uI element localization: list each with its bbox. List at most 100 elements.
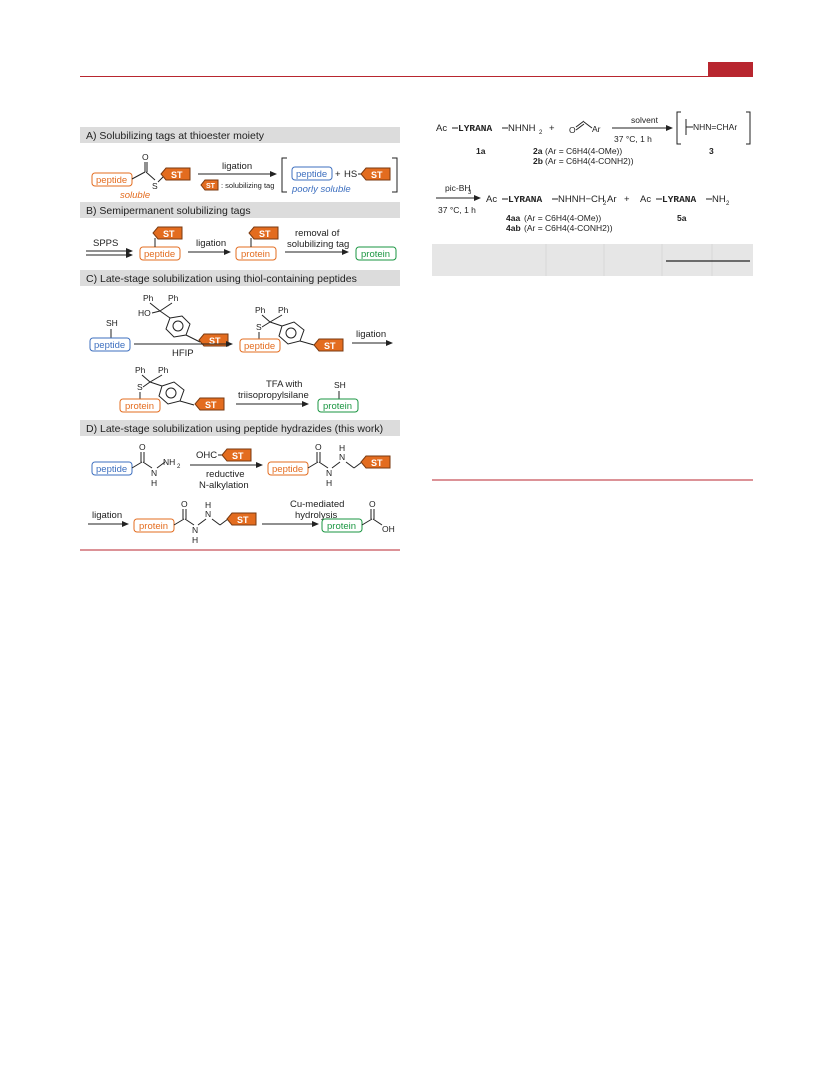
peptide-label-d2: peptide [272, 464, 303, 475]
sh-label-c: SH [106, 318, 118, 328]
panel-d-title: D) Late-stage solubilization using pepti… [86, 423, 383, 435]
trityl-protein: Ph Ph S ST [135, 365, 225, 411]
solubilizing-tag-legend: : solubilizing tag [221, 181, 274, 190]
svg-text:N: N [326, 468, 332, 478]
svg-text:ST: ST [237, 515, 249, 525]
svg-text:S: S [256, 322, 262, 332]
hfip-label: HFIP [172, 348, 194, 359]
peptide-box-c [89, 337, 131, 352]
hydrolysis-label: hydrolysis [295, 510, 337, 521]
poorly-soluble-label: poorly soluble [291, 184, 351, 195]
ohc-label: OHC [196, 450, 217, 461]
peptide-label-a: peptide [96, 175, 127, 186]
protein-label-d2: protein [327, 521, 356, 532]
svg-text:Ph: Ph [143, 293, 154, 303]
trityl-peptide: Ph Ph S ST [255, 305, 344, 352]
protein-hydrazide-d: O N H N H ST [173, 499, 257, 545]
protein-box-d2 [321, 518, 363, 533]
svg-text:S: S [137, 382, 143, 392]
svg-text:HO: HO [138, 308, 151, 318]
svg-text:ST: ST [171, 170, 183, 180]
page-marker [708, 62, 753, 76]
panel-b-title: B) Semipermanent solubilizing tags [86, 205, 251, 217]
st-tag-b: ST [152, 226, 183, 240]
soluble-label: soluble [120, 190, 150, 201]
panel-b-band [80, 202, 400, 218]
st-tag-legend: ST [200, 179, 219, 191]
protein-label-c2: protein [323, 401, 352, 412]
peptide-box-d2 [267, 461, 309, 476]
panel-c-band [80, 270, 400, 286]
panel-c-title: C) Late-stage solubilization using thiol… [86, 273, 357, 285]
panel-d-band [80, 420, 400, 436]
peptide-label-d: peptide [96, 464, 127, 475]
peptide-box-a [91, 172, 133, 187]
spps-label: SPPS [93, 238, 118, 249]
st-tag-d1: ST [221, 448, 252, 462]
ligation-a: ligation [222, 161, 252, 172]
peptide-label-a2: peptide [296, 169, 327, 180]
tips-label: triisopropylsilane [238, 390, 309, 401]
svg-text:N: N [339, 452, 345, 462]
oxygen-a: O [142, 152, 149, 162]
ligation-b: ligation [196, 238, 226, 249]
peptide-box-b [139, 246, 181, 261]
svg-text:ST: ST [209, 336, 221, 346]
svg-text:H: H [205, 500, 211, 510]
peptide-label-b: peptide [144, 249, 175, 260]
protein-box-c [119, 398, 161, 413]
carboxylic-acid-d: O OH [361, 499, 395, 534]
svg-text:ST: ST [232, 451, 244, 461]
sulfur-a: S [152, 181, 158, 191]
svg-text:OH: OH [382, 524, 395, 534]
sh-label-c2: SH [334, 380, 346, 390]
svg-text:Ph: Ph [255, 305, 266, 315]
peptide-box-d [91, 461, 133, 476]
protein-label-c: protein [125, 401, 154, 412]
svg-text:O: O [315, 442, 322, 452]
svg-text:Ph: Ph [158, 365, 169, 375]
svg-text:ST: ST [206, 183, 216, 190]
panel-a-band [80, 127, 400, 143]
ligation-c: ligation [356, 329, 386, 340]
protein-box-c2 [317, 398, 359, 413]
protein-label-b: protein [241, 249, 270, 260]
ligation-d: ligation [92, 510, 122, 521]
svg-text:O: O [139, 442, 146, 452]
protein-label-d: protein [139, 521, 168, 532]
svg-text:H: H [339, 443, 345, 453]
protein-label-b2: protein [361, 249, 390, 260]
svg-text:H: H [151, 478, 157, 488]
protein-box-b2 [355, 246, 397, 261]
tfa-label: TFA with [266, 379, 302, 390]
st-tag-a: ST [160, 167, 191, 181]
svg-text:O: O [181, 499, 188, 509]
removal-label: removal of [295, 228, 340, 239]
svg-text:Ph: Ph [135, 365, 146, 375]
n-alkylation-label: N-alkylation [199, 480, 249, 491]
svg-text:O: O [369, 499, 376, 509]
plus-a: + [335, 169, 341, 180]
protein-box-b [235, 246, 277, 261]
cu-mediated-label: Cu-mediated [290, 499, 344, 510]
trityl-reagent: Ph Ph HO ST [138, 293, 229, 347]
peptide-label-c2: peptide [244, 341, 275, 352]
reductive-label: reductive [206, 469, 245, 480]
header-rule [80, 76, 753, 77]
svg-text:N: N [192, 525, 198, 535]
peptide-box-c2 [239, 338, 281, 353]
svg-text:2: 2 [177, 464, 181, 470]
alkyl-hydrazide-d: O N H N H ST [307, 442, 391, 488]
svg-text:NH: NH [163, 457, 175, 467]
protein-box-d [133, 518, 175, 533]
hs-label: HS [344, 169, 357, 180]
st-tag-b2: ST [248, 226, 279, 240]
svg-text:Ph: Ph [168, 293, 179, 303]
svg-text:Ph: Ph [278, 305, 289, 315]
svg-text:ST: ST [259, 229, 271, 239]
hydrazide-d: O N H NH 2 [131, 442, 181, 488]
svg-text:H: H [326, 478, 332, 488]
svg-text:H: H [192, 535, 198, 545]
peptide-box-a2 [291, 166, 333, 181]
